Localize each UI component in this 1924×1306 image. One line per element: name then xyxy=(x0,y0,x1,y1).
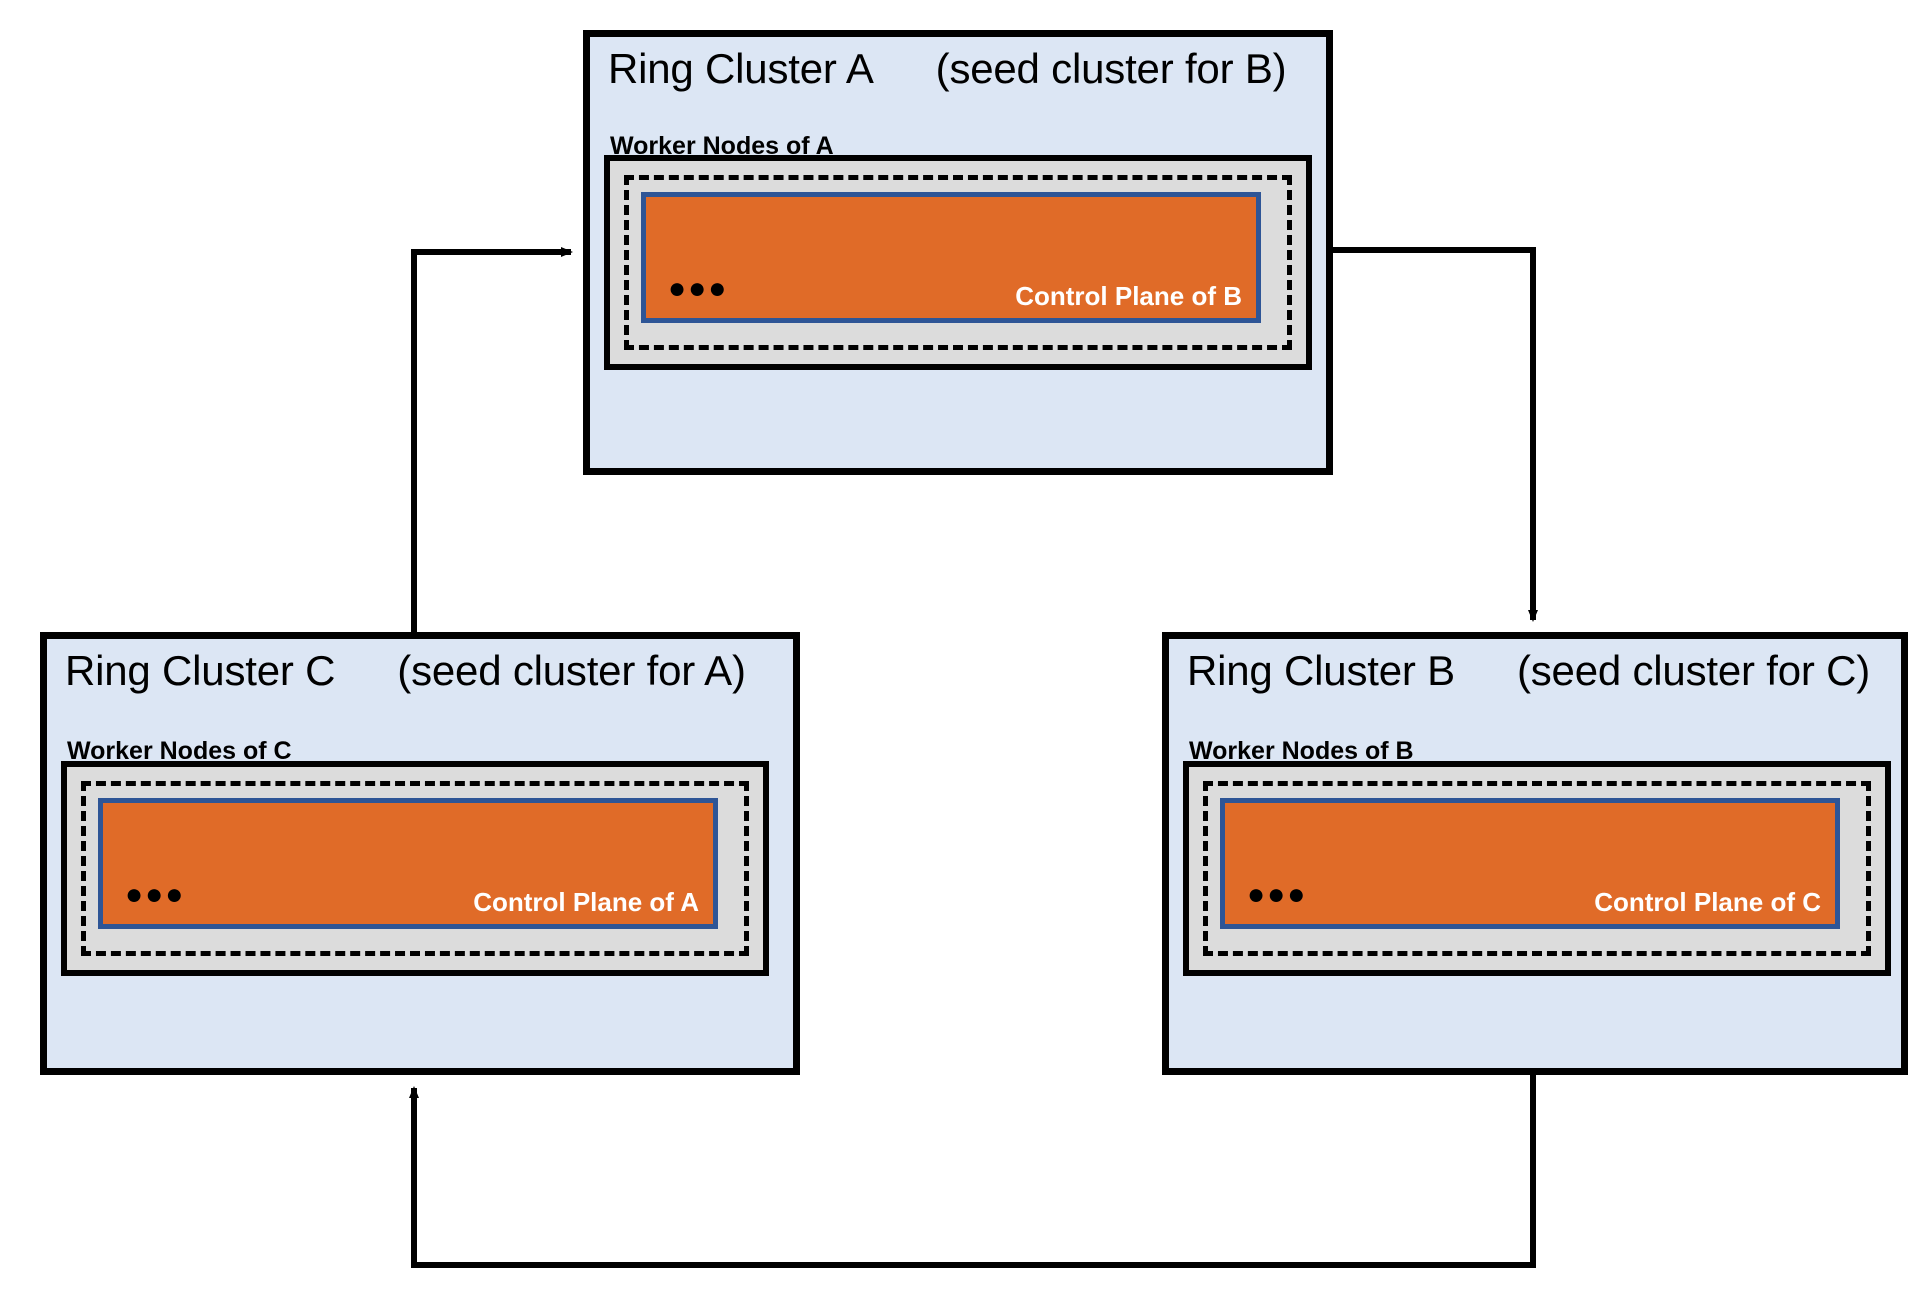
cluster-b-title: Ring Cluster B (seed cluster for C) xyxy=(1187,647,1870,695)
cluster-c[interactable]: Ring Cluster C (seed cluster for A) Worke… xyxy=(40,632,800,1075)
cluster-a-seed-note: (seed cluster for B) xyxy=(935,45,1287,92)
cluster-b-control-plane[interactable]: ●●● Control Plane of C xyxy=(1220,798,1840,929)
cluster-a-ellipsis-dots: ●●● xyxy=(668,272,729,305)
cluster-b-node-group-dashed: ●●● Control Plane of C xyxy=(1203,781,1871,956)
connector-a-to-b xyxy=(1333,247,1538,622)
connector-b-to-c xyxy=(409,1075,1536,1268)
cluster-b-seed-note: (seed cluster for C) xyxy=(1516,647,1871,694)
cluster-c-worker-nodes-box[interactable]: ●●● Control Plane of A xyxy=(61,761,769,976)
cluster-c-seed-note: (seed cluster for A) xyxy=(397,647,746,694)
cluster-b-name: Ring Cluster B xyxy=(1187,647,1455,694)
connector-c-to-a xyxy=(411,247,573,632)
cluster-c-control-plane[interactable]: ●●● Control Plane of A xyxy=(98,798,718,929)
cluster-a-title: Ring Cluster A (seed cluster for B) xyxy=(608,45,1287,93)
cluster-c-worker-label: Worker Nodes of C xyxy=(67,737,292,765)
cluster-c-title: Ring Cluster C (seed cluster for A) xyxy=(65,647,746,695)
cluster-a[interactable]: Ring Cluster A(seed cluster for B) Worke… xyxy=(583,30,1333,475)
cluster-a-control-plane[interactable]: ●●● Control Plane of B xyxy=(641,192,1261,323)
cluster-b-worker-nodes-box[interactable]: ●●● Control Plane of C xyxy=(1183,761,1891,976)
cluster-a-control-plane-label: Control Plane of B xyxy=(1015,281,1242,311)
cluster-b-worker-label: Worker Nodes of B xyxy=(1189,737,1414,765)
cluster-c-node-group-dashed: ●●● Control Plane of A xyxy=(81,781,749,956)
cluster-c-name: Ring Cluster C xyxy=(65,647,336,694)
cluster-a-name: Ring Cluster A xyxy=(608,45,874,92)
cluster-c-control-plane-label: Control Plane of A xyxy=(473,887,699,917)
cluster-b-ellipsis-dots: ●●● xyxy=(1247,878,1308,911)
cluster-c-ellipsis-dots: ●●● xyxy=(125,878,186,911)
cluster-a-worker-nodes-box[interactable]: ●●● Control Plane of B xyxy=(604,155,1312,370)
cluster-a-node-group-dashed: ●●● Control Plane of B xyxy=(624,175,1292,350)
cluster-b-control-plane-label: Control Plane of C xyxy=(1594,887,1821,917)
cluster-b[interactable]: Ring Cluster B (seed cluster for C) Worke… xyxy=(1162,632,1908,1075)
